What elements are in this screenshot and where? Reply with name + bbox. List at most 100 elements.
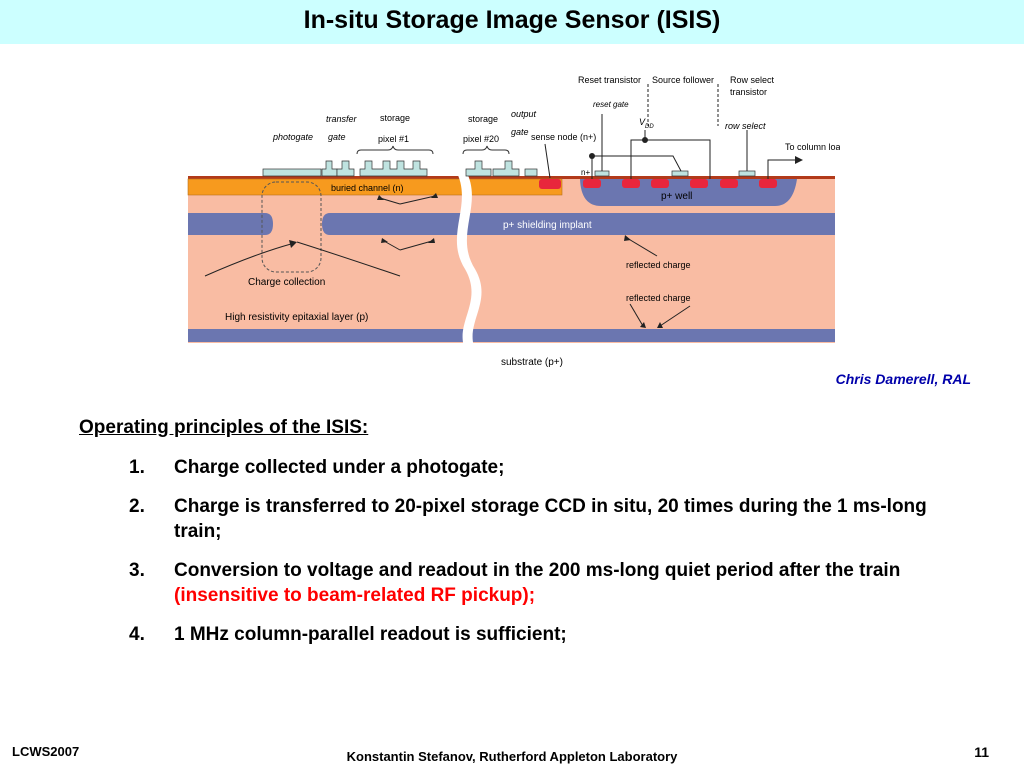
left-device-block	[187, 176, 465, 343]
n-plus-implant	[720, 179, 738, 188]
arrow-shield-b	[399, 240, 433, 251]
arrow-shield-a	[383, 240, 401, 251]
shielding-implant-right	[464, 213, 835, 235]
arrowhead	[640, 322, 646, 328]
output-gate-electrode	[524, 168, 538, 177]
arrowhead	[428, 238, 435, 243]
list-text: Charge is transferred to 20-pixel storag…	[174, 496, 927, 542]
arrow-buried-b	[399, 195, 436, 205]
label-output: output	[511, 109, 537, 119]
label-buried-channel: buried channel (n)	[331, 183, 404, 193]
junction-dot	[642, 137, 648, 143]
surface-line-right	[464, 176, 835, 179]
arrow-curve-left	[204, 243, 292, 277]
junction-dot	[589, 153, 595, 159]
label-epitaxial-layer: High resistivity epitaxial layer (p)	[225, 312, 368, 323]
label-storage-1: storage	[380, 113, 410, 123]
label-reset-gate: reset gate	[593, 100, 629, 109]
diagram-credit: Chris Damerell, RAL	[835, 371, 971, 387]
list-number: 3.	[129, 560, 145, 581]
list-item: 2. Charge is transferred to 20-pixel sto…	[129, 494, 959, 544]
label-vdd: VDD	[639, 117, 654, 130]
label-reflected-charge-1: reflected charge	[626, 260, 691, 270]
vdd-wire	[630, 139, 711, 179]
shielding-implant-left-a	[188, 213, 273, 235]
arrow-reflected2-a	[629, 303, 644, 327]
arrowhead	[289, 240, 297, 248]
operating-principles: Operating principles of the ISIS: 1. Cha…	[79, 417, 959, 661]
storage-pixel20-electrodes-a	[465, 160, 492, 177]
n-plus-implant	[622, 179, 640, 188]
list-number: 4.	[129, 624, 145, 645]
section-break	[455, 169, 482, 354]
shielding-implant-left-b	[322, 213, 464, 235]
row-select-gate	[738, 170, 756, 177]
arrowhead	[657, 322, 663, 328]
buried-channel-left	[187, 178, 465, 196]
arrow-curve-right	[296, 241, 401, 277]
label-sense-node: sense node (n+)	[531, 132, 596, 142]
label-row-select: Row select	[730, 75, 775, 85]
arrow-reflected2-b	[659, 305, 691, 327]
label-row-select-gate: row select	[725, 121, 766, 131]
title-bar	[0, 0, 1024, 44]
label-to-column-load: To column load	[785, 142, 840, 152]
charge-arrows	[204, 195, 691, 327]
transfer-gate-electrode	[321, 160, 338, 177]
list-number: 2.	[129, 496, 145, 517]
list-number: 1.	[129, 457, 145, 478]
footer-conference: LCWS2007	[12, 744, 80, 759]
photogate-electrode	[262, 168, 322, 177]
storage-pixel20-electrodes-b	[492, 160, 520, 177]
label-transfer-gate: gate	[328, 132, 346, 142]
arrowhead	[381, 238, 388, 243]
gates-left	[262, 160, 428, 177]
n-plus-implant	[651, 179, 669, 188]
arrow-reflected1	[626, 237, 658, 257]
sense-node-implant	[539, 179, 561, 189]
output-wire	[767, 159, 795, 179]
label-substrate: substrate (p+)	[501, 357, 563, 368]
highlight-text: (insensitive to beam-related RF pickup);	[174, 585, 536, 606]
reset-gate-electrode	[594, 170, 610, 177]
isis-cross-section-diagram: photogate transfer gate storage pixel #1…	[187, 75, 840, 368]
slide-title: In-situ Storage Image Sensor (ISIS)	[303, 6, 721, 34]
epitaxial-layer-left	[188, 176, 464, 343]
source-follower-gate	[671, 170, 689, 177]
label-p-well: p+ well	[661, 191, 692, 202]
label-reset-transistor: Reset transistor	[578, 75, 641, 85]
arrowhead	[431, 193, 438, 198]
label-photogate: photogate	[272, 132, 313, 142]
label-n-plus: n+	[581, 168, 590, 177]
label-output-gate: gate	[511, 127, 529, 137]
label-transfer: transfer	[326, 114, 358, 124]
arrow-to-column-load	[795, 156, 803, 164]
label-charge-collection: Charge collection	[248, 277, 325, 288]
arrow-buried-a	[379, 197, 401, 205]
n-plus-implant	[583, 179, 601, 188]
right-device-block	[463, 176, 835, 343]
label-pixel-1: pixel #1	[378, 134, 409, 144]
list-text-container: Conversion to voltage and readout in the…	[174, 558, 959, 608]
label-transistor: transistor	[730, 87, 767, 97]
arrowhead	[624, 235, 631, 241]
list-item: 3. Conversion to voltage and readout in …	[129, 558, 959, 608]
label-pixel-20: pixel #20	[463, 134, 499, 144]
label-source-follower: Source follower	[652, 75, 714, 85]
label-shielding-implant: p+ shielding implant	[503, 220, 592, 231]
list-text: Conversion to voltage and readout in the…	[174, 560, 901, 581]
storage-pixel1-electrodes	[359, 160, 428, 177]
list-text: Charge collected under a photogate;	[174, 457, 505, 478]
n-plus-implant	[690, 179, 708, 188]
n-plus-implant	[759, 179, 777, 188]
charge-collection-region	[261, 181, 322, 273]
list-item: 4. 1 MHz column-parallel readout is suff…	[129, 622, 959, 647]
list-text: 1 MHz column-parallel readout is suffici…	[174, 624, 567, 645]
label-storage-20: storage	[468, 114, 498, 124]
principles-heading: Operating principles of the ISIS:	[79, 417, 369, 438]
substrate-right	[464, 329, 835, 342]
reset-wire	[591, 155, 682, 179]
gate-electrode	[336, 160, 355, 177]
list-item: 1. Charge collected under a photogate;	[129, 455, 959, 480]
pixel20-brace	[462, 145, 510, 155]
